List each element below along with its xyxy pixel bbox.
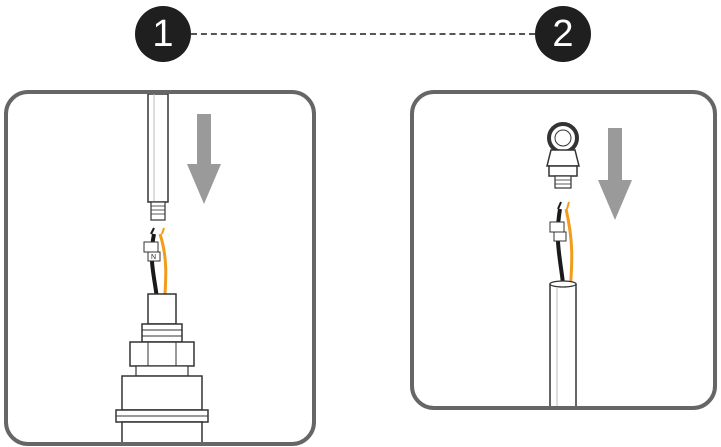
eye-bolt-icon bbox=[546, 122, 580, 189]
step-2-badge: 2 bbox=[535, 6, 591, 62]
arrow-down-icon bbox=[598, 128, 632, 220]
threaded-rod bbox=[147, 94, 169, 221]
wire-tag: N bbox=[143, 241, 161, 262]
step-1-badge: 1 bbox=[135, 6, 191, 62]
step-connector-line bbox=[191, 33, 535, 35]
step-2-panel bbox=[410, 90, 717, 410]
pipe bbox=[549, 280, 577, 406]
wire-tag-label: N bbox=[151, 254, 156, 261]
wire-pair bbox=[555, 201, 574, 295]
step-1-panel: N bbox=[4, 90, 316, 446]
step-2-number: 2 bbox=[552, 13, 574, 55]
step-1-illustration: N bbox=[115, 94, 221, 442]
step-1-number: 1 bbox=[152, 13, 174, 55]
arrow-down-icon bbox=[187, 114, 221, 204]
cable-gland-fitting bbox=[115, 293, 209, 442]
wire-tag bbox=[549, 221, 567, 242]
step-2-illustration bbox=[546, 122, 632, 406]
